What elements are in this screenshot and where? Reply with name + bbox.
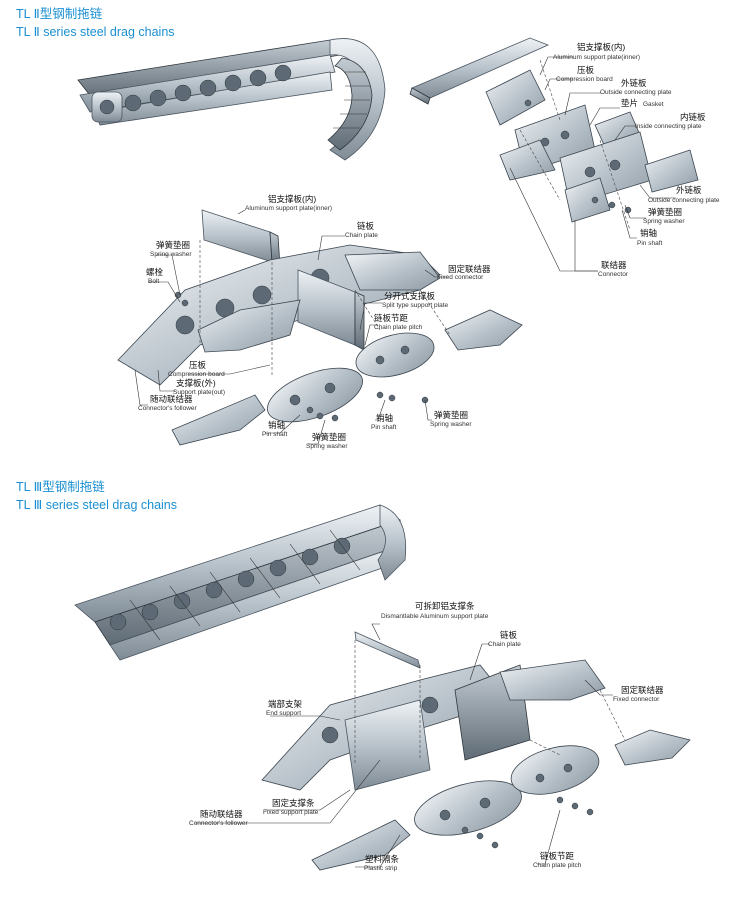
label-cn: 固定支撑条	[272, 798, 315, 808]
label-cn: 塑料隔条	[365, 854, 400, 864]
label-en: Connector	[598, 271, 628, 278]
label-en: Fixed support plate	[263, 809, 319, 816]
label-cn: 固定联结器	[448, 264, 491, 274]
label-en: Pin shaft	[637, 240, 663, 247]
label-en: Outside connecting plate	[648, 197, 720, 204]
label-cn: 可拆卸铝支撑条	[415, 601, 475, 611]
label-cn: 铝支撑板(内)	[268, 194, 317, 204]
label-en: Gasket	[643, 101, 664, 108]
label-cn: 链板	[500, 630, 518, 640]
label-cn: 固定联结器	[621, 685, 664, 695]
label-en: Chain plate pitch	[533, 862, 582, 869]
label-en: Spring washer	[430, 421, 472, 428]
tl2-exploded-middle	[117, 209, 523, 446]
label-en: Chain plate	[345, 232, 378, 239]
label-en: Chain plate pitch	[374, 324, 423, 331]
label-cn: 销轴	[268, 420, 286, 430]
label-en: Spring washer	[643, 218, 685, 225]
label-en: Fixed connector	[613, 696, 660, 703]
label-en: Inside connecting plate	[635, 123, 702, 130]
label-cn: 弹簧垫圈	[312, 432, 347, 442]
label-en: Connector's follower	[189, 820, 248, 827]
label-cn: 支撑板(外)	[176, 378, 216, 388]
label-en: Chain plate	[488, 641, 521, 648]
label-en: Outside connecting plate	[600, 89, 672, 96]
tl3-exploded	[261, 631, 691, 871]
label-cn: 随动联结器	[150, 394, 193, 404]
label-cn: 链板	[357, 221, 375, 231]
label-cn: 铝支撑板(内)	[577, 42, 626, 52]
label-cn: 压板	[189, 360, 207, 370]
label-cn: 弹簧垫圈	[156, 240, 191, 250]
label-cn: 分开式支撑板	[384, 291, 436, 301]
label-en: Connector's follower	[138, 405, 197, 412]
label-cn: 内链板	[680, 112, 706, 122]
label-en: Compression board	[556, 76, 613, 83]
label-cn: 弹簧垫圈	[648, 207, 683, 217]
section-3-title-en: TL Ⅲ series steel drag chains	[16, 498, 178, 512]
label-en: Plastic strip	[364, 865, 398, 872]
label-cn: 外链板	[621, 78, 647, 88]
label-en: Aluminum support plate(inner)	[553, 54, 641, 61]
label-en: Aluminum support plate(inner)	[245, 205, 333, 212]
label-cn: 外链板	[676, 185, 702, 195]
label-en: Spring washer	[150, 251, 192, 258]
label-cn: 压板	[577, 65, 595, 75]
label-cn: 联结器	[601, 260, 627, 270]
tl2-exploded-top-right	[409, 37, 699, 231]
label-en: Pin shaft	[371, 424, 397, 431]
label-en: Compression board	[168, 371, 225, 378]
label-cn: 端部支架	[268, 699, 303, 709]
section-2-title-cn: TL Ⅱ型钢制拖链	[16, 7, 103, 21]
label-cn: 销轴	[640, 228, 658, 238]
label-en: End support	[266, 710, 302, 717]
section-2-title-en: TL Ⅱ series steel drag chains	[16, 25, 175, 39]
label-en: Pin shaft	[262, 431, 288, 438]
label-cn: 链板节距	[374, 313, 409, 323]
label-en: Split type support plate	[382, 302, 449, 309]
label-en: Fixed connector	[437, 274, 484, 281]
label-cn: 销轴	[376, 413, 394, 423]
label-en: Bolt	[148, 278, 160, 285]
label-cn: 垫片	[621, 98, 639, 108]
tl3-chain-photo	[74, 504, 407, 661]
label-cn: 弹簧垫圈	[434, 410, 469, 420]
label-cn: 随动联结器	[200, 809, 243, 819]
label-en: Support plate(out)	[173, 389, 226, 396]
section-3-title-cn: TL Ⅲ型钢制拖链	[16, 480, 105, 494]
tl2-chain-photo	[77, 38, 386, 161]
label-cn: 链板节距	[540, 851, 575, 861]
label-cn: 螺栓	[146, 267, 164, 277]
label-en: Dismantlable Aluminum support plate	[381, 613, 489, 620]
leader-lines	[134, 56, 676, 868]
label-en: Spring washer	[306, 443, 348, 450]
